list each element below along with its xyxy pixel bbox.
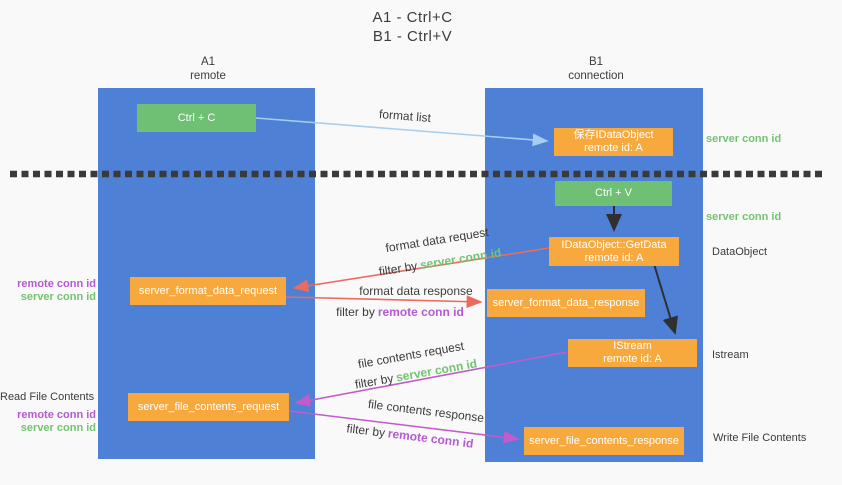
label-server-conn-id-left-1: server conn id xyxy=(20,291,96,303)
lifeline-a1-title: A1 xyxy=(200,56,216,68)
node-server-format-data-request: server_format_data_request xyxy=(130,277,286,305)
label-server-conn-id-right-mid: server conn id xyxy=(706,211,782,223)
node-idataobject-getdata: IDataObject::GetData remote id: A xyxy=(549,237,679,266)
node-ctrl-c-label: Ctrl + C xyxy=(177,111,216,124)
node-save-idataobject: 保存IDataObject remote id: A xyxy=(554,128,673,156)
node-save-idataobject-line1: 保存IDataObject xyxy=(573,129,654,141)
node-idataobject-getdata-line2: remote id: A xyxy=(584,251,644,264)
arrow-file-contents-request xyxy=(294,351,568,407)
arrow-format-list xyxy=(255,117,549,147)
arrow-format-data-response xyxy=(285,295,483,309)
node-idataobject-getdata-line1: IDataObject::GetData xyxy=(561,238,667,251)
node-server-file-contents-request-label: server_file_contents_request xyxy=(137,400,280,413)
lifeline-b1-subtitle: connection xyxy=(568,70,624,82)
node-istream: IStream remote id: A xyxy=(568,339,697,367)
node-server-file-contents-response-label: server_file_contents_response xyxy=(529,434,679,447)
title-line-a1: A1 - Ctrl+C xyxy=(372,9,453,26)
label-server-conn-id-right-top: server conn id xyxy=(706,133,782,145)
label-istream: Istream xyxy=(712,349,749,361)
lifeline-a1-subtitle: remote xyxy=(190,70,226,82)
title-line-b1: B1 - Ctrl+V xyxy=(372,28,453,45)
arrow-file-contents-response xyxy=(288,410,520,444)
node-ctrl-v: Ctrl + V xyxy=(555,181,672,206)
arrow-format-data-request xyxy=(292,247,550,293)
node-server-format-data-request-label: server_format_data_request xyxy=(138,284,278,297)
node-server-file-contents-request: server_file_contents_request xyxy=(128,393,289,421)
filter-by-text: filter by xyxy=(336,305,375,319)
node-save-idataobject-line2: remote id: A xyxy=(584,142,643,154)
node-ctrl-v-label: Ctrl + V xyxy=(595,187,632,199)
node-server-format-data-response: server_format_data_response xyxy=(487,289,645,317)
label-dataobject: DataObject xyxy=(712,246,768,258)
label-remote-conn-id-left-1: remote conn id xyxy=(17,278,96,290)
label-format-data-response: format data response xyxy=(359,284,473,298)
lifeline-header-b1: B1 connection xyxy=(535,55,657,83)
node-ctrl-c: Ctrl + C xyxy=(137,104,256,132)
arrow-getdata-to-istream xyxy=(653,263,678,335)
lifeline-b1-title: B1 xyxy=(588,56,604,68)
label-conn-ids-left-bottom: remote conn id server conn id xyxy=(0,409,96,435)
node-istream-line2: remote id: A xyxy=(603,353,662,365)
label-server-conn-id-left-2: server conn id xyxy=(20,422,96,434)
label-read-file-contents: Read File Contents xyxy=(0,391,95,403)
remote-conn-id-text: remote conn id xyxy=(377,305,464,319)
lifeline-header-a1: A1 remote xyxy=(147,55,269,83)
node-istream-line1: IStream xyxy=(613,340,652,352)
label-write-file-contents: Write File Contents xyxy=(713,432,807,444)
label-remote-conn-id-left-2: remote conn id xyxy=(17,409,96,421)
label-conn-ids-left-mid: remote conn id server conn id xyxy=(0,278,96,304)
diagram-title: A1 - Ctrl+C B1 - Ctrl+V xyxy=(330,8,495,46)
node-server-format-data-response-label: server_format_data_response xyxy=(492,296,640,309)
node-server-file-contents-response: server_file_contents_response xyxy=(524,427,684,455)
